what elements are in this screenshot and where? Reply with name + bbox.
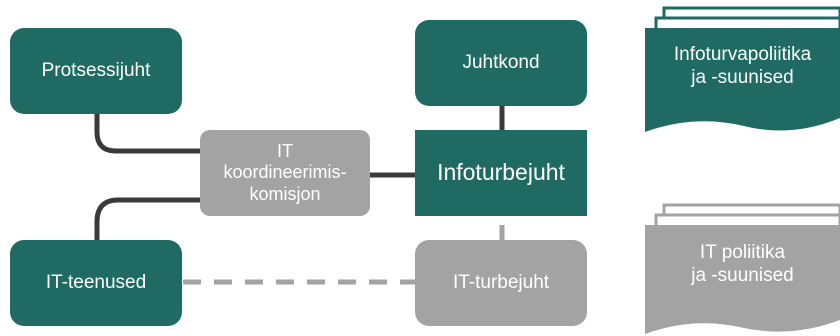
document-stack-infoturvapoliitika	[645, 6, 840, 132]
connector-teenused-komisjon	[94, 197, 200, 240]
node-juhtkond: Juhtkond	[415, 20, 587, 106]
node-protsessijuht-label: Protsessijuht	[41, 59, 151, 81]
node-it-koordineerimiskomisjon: IT koordineerimis- komisjon	[200, 130, 370, 216]
node-juhtkond-label: Juhtkond	[462, 51, 540, 73]
node-it-koordineerimiskomisjon-label: IT koordineerimis- komisjon	[223, 140, 347, 204]
node-it-teenused-label: IT-teenused	[45, 271, 147, 293]
node-it-turbejuht-label: IT-turbejuht	[452, 271, 550, 293]
document-stack-it-poliitika	[645, 203, 840, 334]
node-it-turbejuht: IT-turbejuht	[415, 240, 587, 326]
node-protsessijuht: Protsessijuht	[10, 28, 182, 114]
node-infoturbejuht: Infoturbejuht	[415, 130, 587, 216]
node-it-teenused: IT-teenused	[10, 240, 182, 326]
document-label-infoturvapoliitika: Infoturvapoliitika ja -suunised	[673, 44, 812, 88]
connector-protsessijuht-komisjon	[94, 112, 200, 154]
document-label-it-poliitika: IT poliitika ja -suunised	[691, 242, 794, 286]
node-infoturbejuht-label: Infoturbejuht	[437, 159, 565, 186]
